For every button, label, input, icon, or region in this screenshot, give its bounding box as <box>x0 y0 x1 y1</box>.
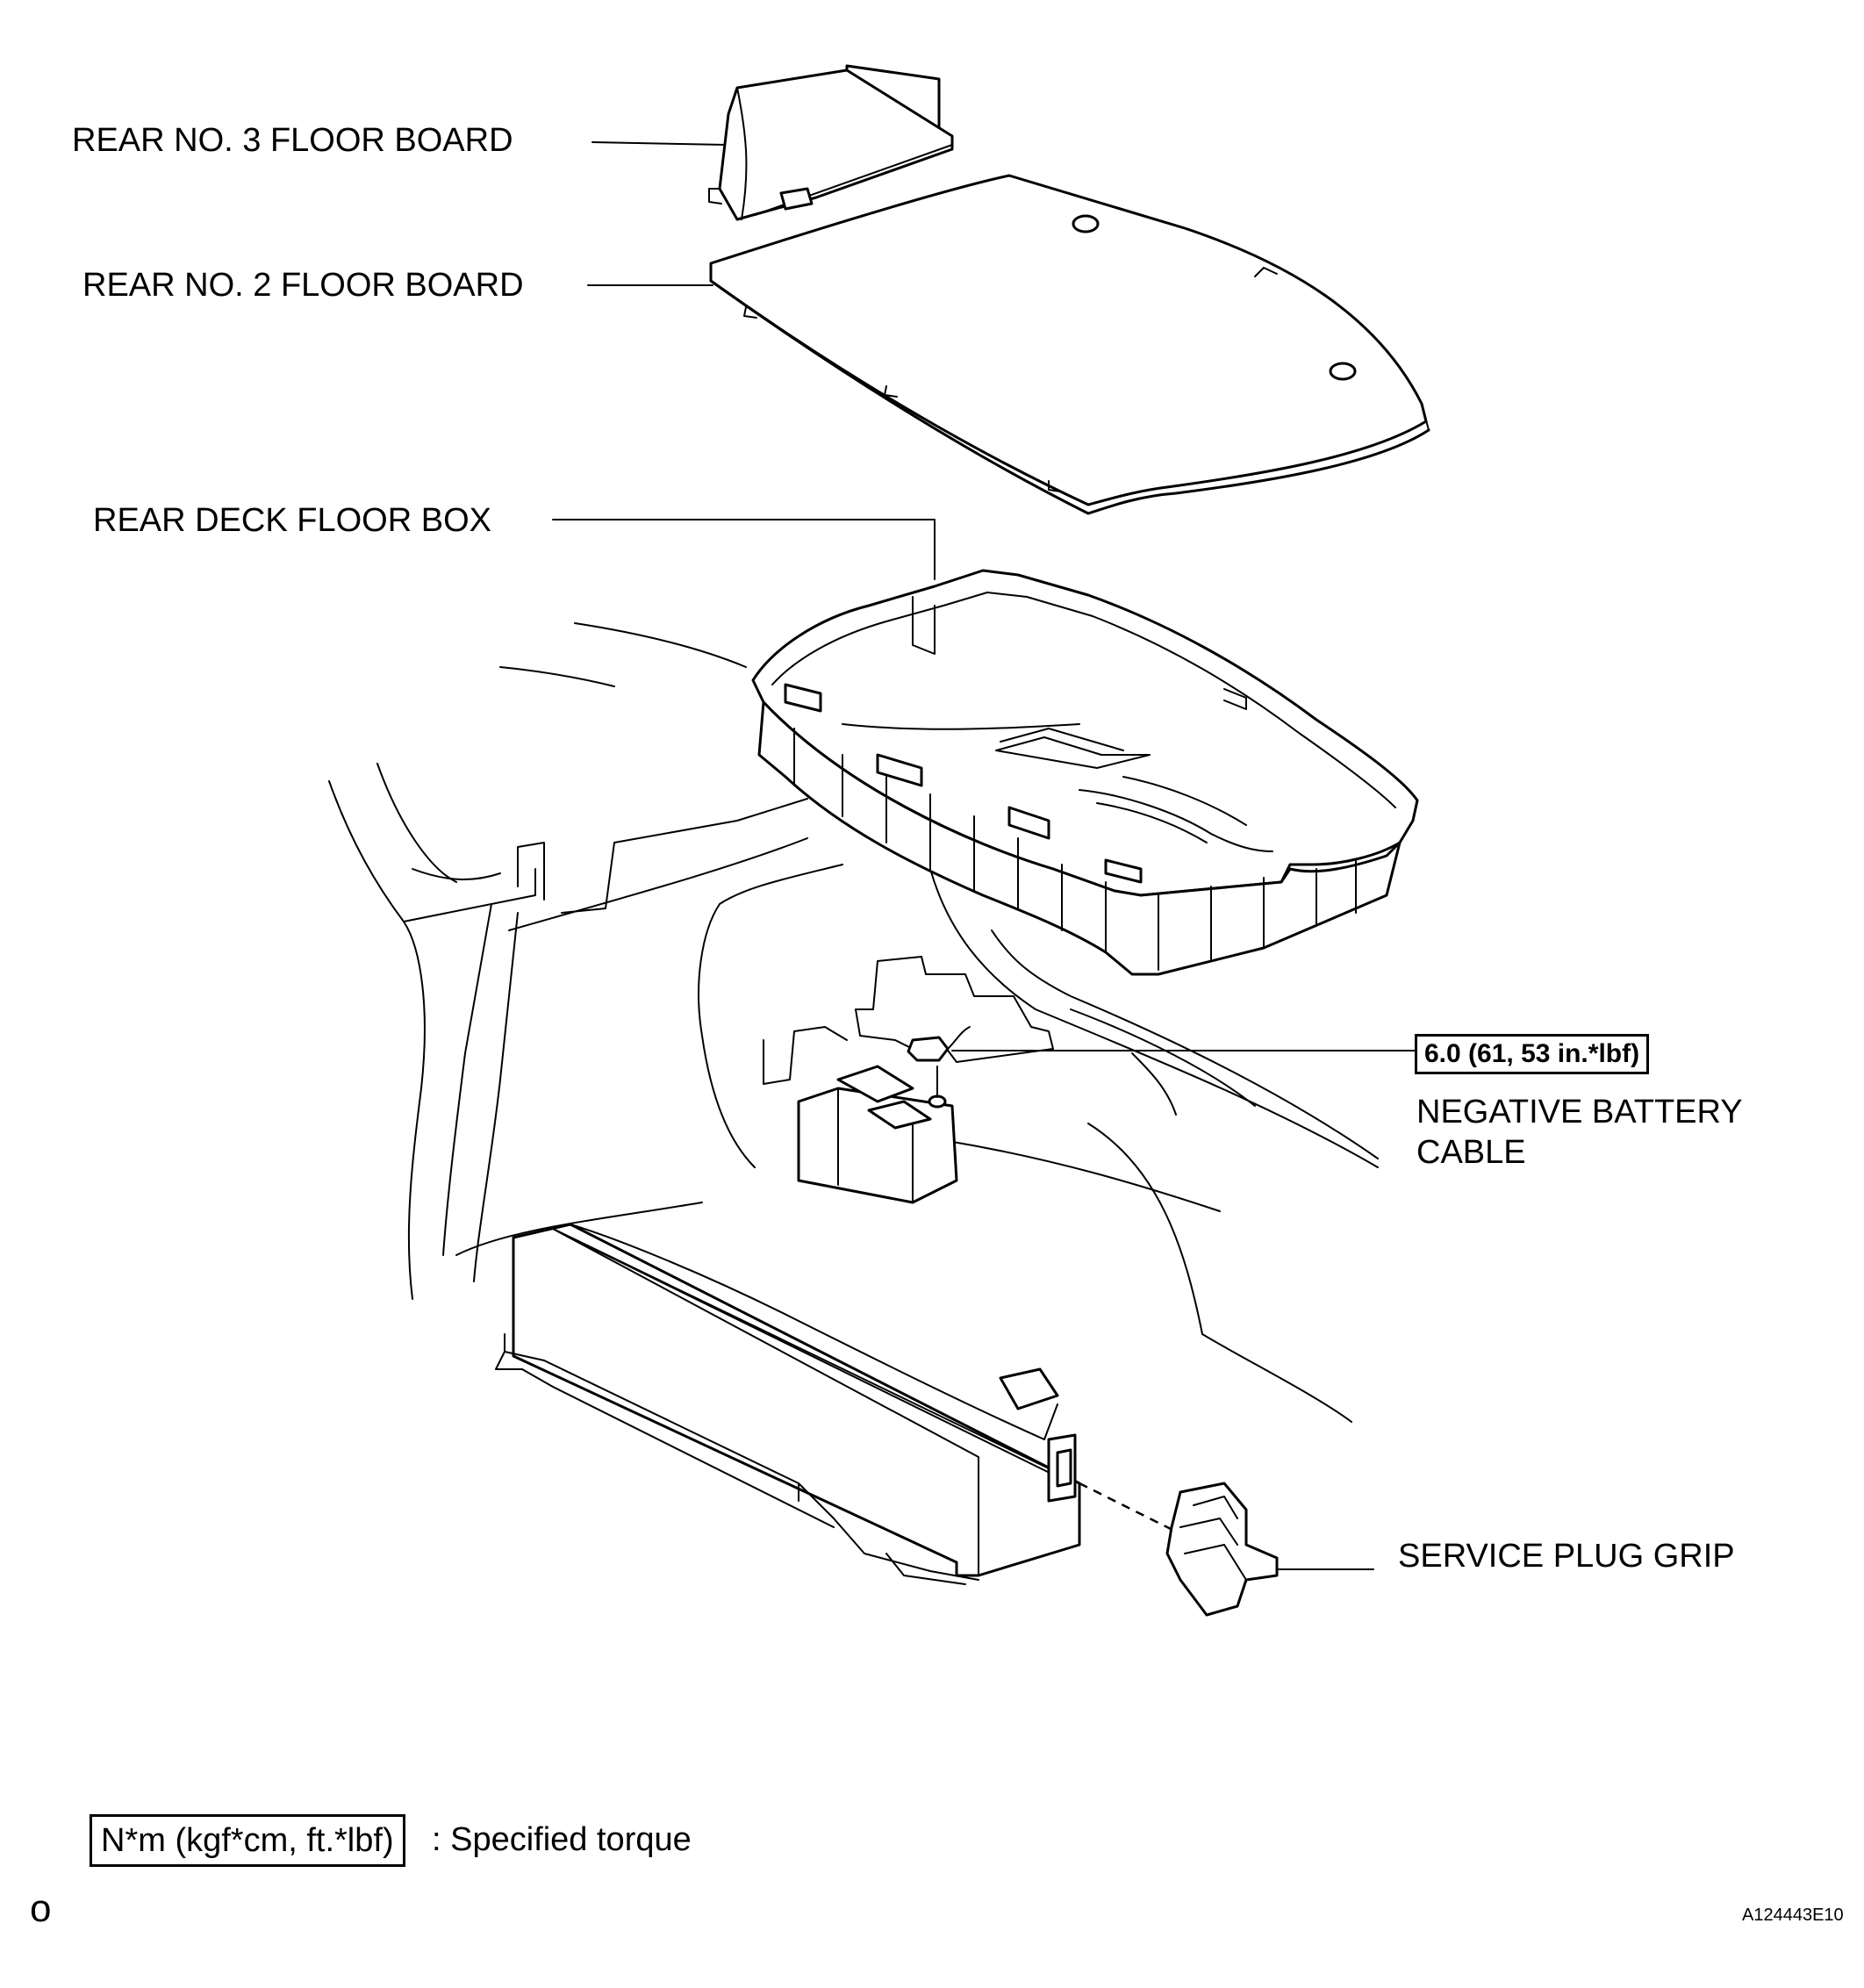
label-negative-battery-cable: NEGATIVE BATTERY CABLE <box>1416 1094 1743 1171</box>
service-plug-grip-part <box>1079 1482 1279 1617</box>
legend-unit-box: N*m (kgf*cm, ft.*lbf) <box>90 1814 405 1867</box>
figure-id: A124443E10 <box>1742 1905 1844 1925</box>
label-rear-no3-floor-board: REAR NO. 3 FLOOR BOARD <box>72 122 513 159</box>
corner-mark: o <box>30 1887 52 1930</box>
label-rear-deck-floor-box: REAR DECK FLOOR BOX <box>93 502 491 539</box>
leader-rear-no3 <box>591 141 728 146</box>
leader-deck-box <box>552 519 936 580</box>
hv-battery-part <box>495 1223 1081 1585</box>
leader-lines <box>552 141 1416 1570</box>
label-service-plug-grip: SERVICE PLUG GRIP <box>1398 1538 1735 1575</box>
rear-no2-floor-board-part <box>709 174 1430 515</box>
torque-value-box: 6.0 (61, 53 in.*lbf) <box>1415 1034 1650 1074</box>
rear-deck-floor-box-part <box>751 569 1419 976</box>
legend-description: : Specified torque <box>432 1821 692 1858</box>
auxiliary-battery-part <box>763 956 1054 1204</box>
vehicle-body-lines <box>328 622 1379 1423</box>
rear-no3-floor-board-part <box>708 64 954 221</box>
label-rear-no2-floor-board: REAR NO. 2 FLOOR BOARD <box>82 267 524 304</box>
